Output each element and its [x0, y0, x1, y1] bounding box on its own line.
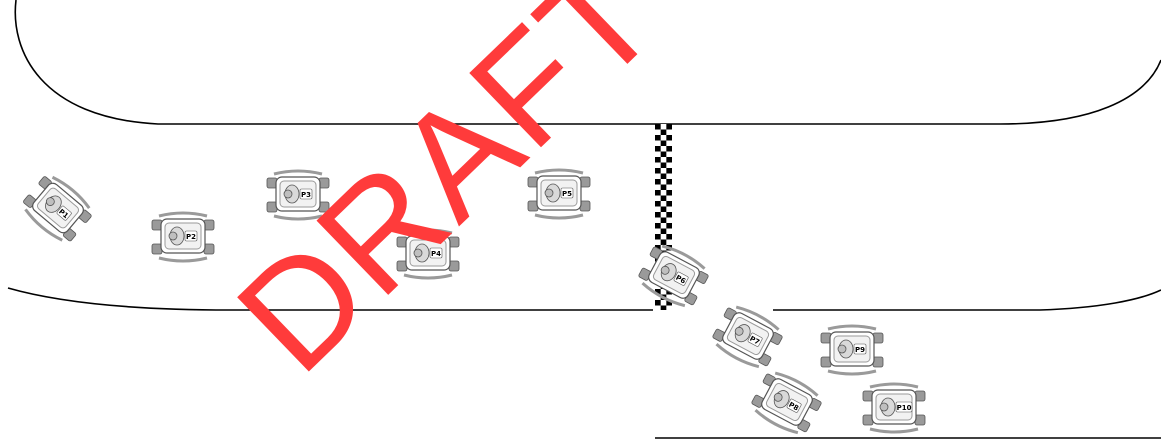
kart-label: P4	[431, 250, 441, 258]
kart-label: P6	[674, 274, 687, 286]
draft-watermark: DRAFT C	[206, 0, 798, 403]
kart-label: P2	[186, 233, 196, 241]
kart-label: P5	[562, 190, 572, 198]
kart-label: P3	[301, 191, 311, 199]
outer-boundary-right	[773, 289, 1161, 311]
outer-boundary-left	[7, 287, 653, 311]
infield-boundary	[14, 0, 1161, 125]
kart-label: P10	[897, 404, 912, 412]
kart-p6: P6	[638, 244, 709, 308]
kart-p1: P1	[23, 175, 92, 242]
kart-p9: P9	[820, 324, 884, 376]
kart-label: P9	[855, 346, 865, 354]
kart-label: P7	[748, 335, 761, 347]
kart-p3: P3	[266, 169, 330, 221]
kart-p8: P8	[751, 371, 822, 435]
kart-p4: P4	[396, 228, 460, 280]
kart-label: P8	[787, 401, 800, 413]
kart-p7: P7	[712, 305, 783, 369]
kart-p2: P2	[151, 211, 215, 263]
track-outline	[7, 0, 1161, 439]
kart-p5: P5	[527, 168, 591, 220]
kart-p10: P10	[862, 382, 926, 434]
